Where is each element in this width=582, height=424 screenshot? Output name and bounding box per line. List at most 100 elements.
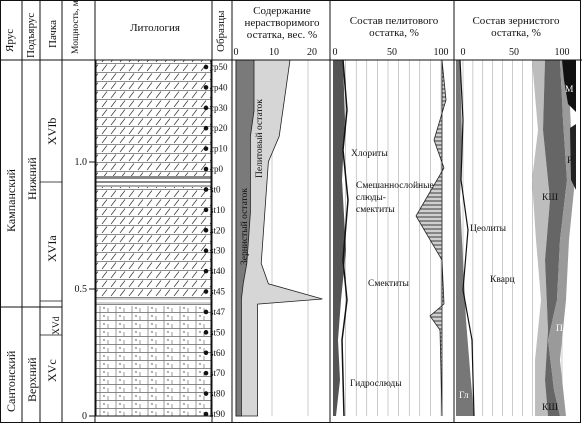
sample-label-cp10: cp10 xyxy=(210,144,228,154)
label-granular-residue: Зернистый остаток xyxy=(239,188,250,265)
pelitic-chlorite-line xyxy=(341,59,349,417)
sample-dot-cp30 xyxy=(203,105,209,111)
sample-dot-st20 xyxy=(203,227,209,233)
sample-label-cp30: cp30 xyxy=(210,103,228,113)
label-mixed-1: Смешаннослойные xyxy=(356,180,434,191)
label-hydromicas: Гидрослюды xyxy=(350,379,402,389)
sample-dot-st40 xyxy=(203,268,209,274)
stratigraphy-columns: Кампанский Сантонский Нижний Верхний XVI… xyxy=(0,118,62,412)
sample-label-cp50: cp50 xyxy=(210,62,228,72)
pelitic-hydromica-area xyxy=(333,60,346,416)
granular-tick-100: 100 xyxy=(555,47,570,58)
label-zeolites: Цеолиты xyxy=(470,224,507,234)
insoluble-residue-panel: Зернистый остаток Пелитовый остаток xyxy=(235,59,323,417)
sample-label-st0: st0 xyxy=(210,184,221,194)
depth-tick-05: 0.5 xyxy=(75,284,88,295)
sample-label-st40: st40 xyxy=(210,266,226,276)
granular-tick-0: 0 xyxy=(461,47,466,58)
header-insoluble-3: остатка, вес. % xyxy=(247,29,317,41)
sample-dot-st47 xyxy=(203,309,209,315)
sample-dot-st45 xyxy=(203,289,209,294)
label-ksh-bottom: КШ xyxy=(542,403,558,413)
header-substage: Подъярус xyxy=(25,13,37,58)
sample-dot-cp40 xyxy=(203,85,209,90)
sample-label-st80: st80 xyxy=(210,389,226,399)
insoluble-tick-10: 10 xyxy=(269,47,279,58)
label-m: М xyxy=(565,85,574,95)
sample-dot-st30 xyxy=(203,248,209,254)
pelitic-tick-0: 0 xyxy=(333,47,338,58)
header-pelitic-2: остатка, % xyxy=(369,27,419,39)
sample-label-st50: st50 xyxy=(210,327,226,337)
sample-label-cp40: cp40 xyxy=(210,82,228,92)
granular-residue-area xyxy=(235,59,255,417)
sample-dot-cp50 xyxy=(203,64,209,70)
label-mixed-2: слюды- xyxy=(356,193,386,203)
sample-label-cp20: cp20 xyxy=(210,123,228,133)
pelitic-tick-50: 50 xyxy=(387,47,397,58)
header-granular-1: Состав зернистого xyxy=(472,15,560,27)
depth-scale: 1.0 0.5 0 xyxy=(75,157,95,422)
label-mixed-3: смектиты xyxy=(356,205,395,215)
sample-dot-st50 xyxy=(203,330,209,335)
litho-clay-band-1 xyxy=(96,176,211,179)
pelitic-mixed-layer-area xyxy=(415,59,447,417)
header-unit: Пачка xyxy=(47,20,59,48)
sample-dot-st90 xyxy=(203,411,209,417)
unit-xvd: XVd xyxy=(52,316,62,335)
label-pelitic-residue: Пелитовый остаток xyxy=(254,99,265,178)
label-quartz: Кварц xyxy=(490,275,515,285)
sample-dot-cp0 xyxy=(203,166,209,172)
header-stage: Ярус xyxy=(4,29,16,52)
litho-marker-band-1 xyxy=(96,297,211,300)
header-insoluble-2: нерастворимого xyxy=(244,17,320,29)
pelitic-tick-100: 100 xyxy=(434,47,449,58)
sample-dot-st10 xyxy=(203,207,209,213)
header-samples: Образцы xyxy=(215,10,227,52)
unit-xvib: XVIb xyxy=(45,118,59,145)
sample-dot-cp20 xyxy=(203,125,209,131)
depth-tick-0: 0 xyxy=(82,411,87,422)
granular-plagioclase-area xyxy=(543,60,567,416)
sample-label-st47: st47 xyxy=(210,307,226,317)
granular-fieldspar-area xyxy=(532,60,550,416)
granular-glauconite-area xyxy=(456,60,474,416)
column-headers: Ярус Подъярус Пачка Мощность, м Литологи… xyxy=(4,0,570,58)
depth-tick-1: 1.0 xyxy=(75,157,88,168)
litho-clay-band-3 xyxy=(96,185,211,187)
unit-xvc: XVc xyxy=(45,359,59,382)
insoluble-tick-20: 20 xyxy=(307,47,317,58)
litho-marker-band-2 xyxy=(96,302,211,305)
sample-label-st90: st90 xyxy=(210,409,226,419)
header-thickness: Мощность, м xyxy=(71,0,81,54)
sample-dot-st80 xyxy=(203,391,209,396)
label-smectites: Смектиты xyxy=(368,279,409,289)
header-lithology: Литология xyxy=(130,22,180,34)
label-ksh-top: КШ xyxy=(542,193,558,203)
pelitic-composition-panel: Хлориты Смешаннослойные слюды- смектиты … xyxy=(333,59,447,417)
label-r: Р xyxy=(567,156,572,166)
sample-label-st70: st70 xyxy=(210,368,226,378)
header-pelitic-1: Состав пелитового xyxy=(350,15,439,27)
label-chlorites: Хлориты xyxy=(351,149,388,159)
litho-marl-upper xyxy=(96,60,211,176)
header-granular-2: остатка, % xyxy=(491,27,541,39)
granular-zeolite-line xyxy=(459,59,475,417)
pelitic-residue-area xyxy=(235,59,323,417)
stage-santonian: Сантонский xyxy=(4,350,18,412)
sample-label-st45: st45 xyxy=(210,287,226,297)
label-pl: Пл xyxy=(556,324,568,334)
header-insoluble-1: Содержание xyxy=(253,5,311,17)
substage-upper: Верхний xyxy=(25,357,39,402)
insoluble-tick-0: 0 xyxy=(234,47,239,58)
sample-dot-st60 xyxy=(203,350,209,356)
sample-dot-st70 xyxy=(203,370,209,376)
granular-tick-50: 50 xyxy=(509,47,519,58)
sample-label-cp0: cp0 xyxy=(210,164,223,174)
granular-r-area xyxy=(548,60,575,416)
sample-label-st30: st30 xyxy=(210,246,226,256)
stage-campanian: Кампанский xyxy=(4,168,18,232)
